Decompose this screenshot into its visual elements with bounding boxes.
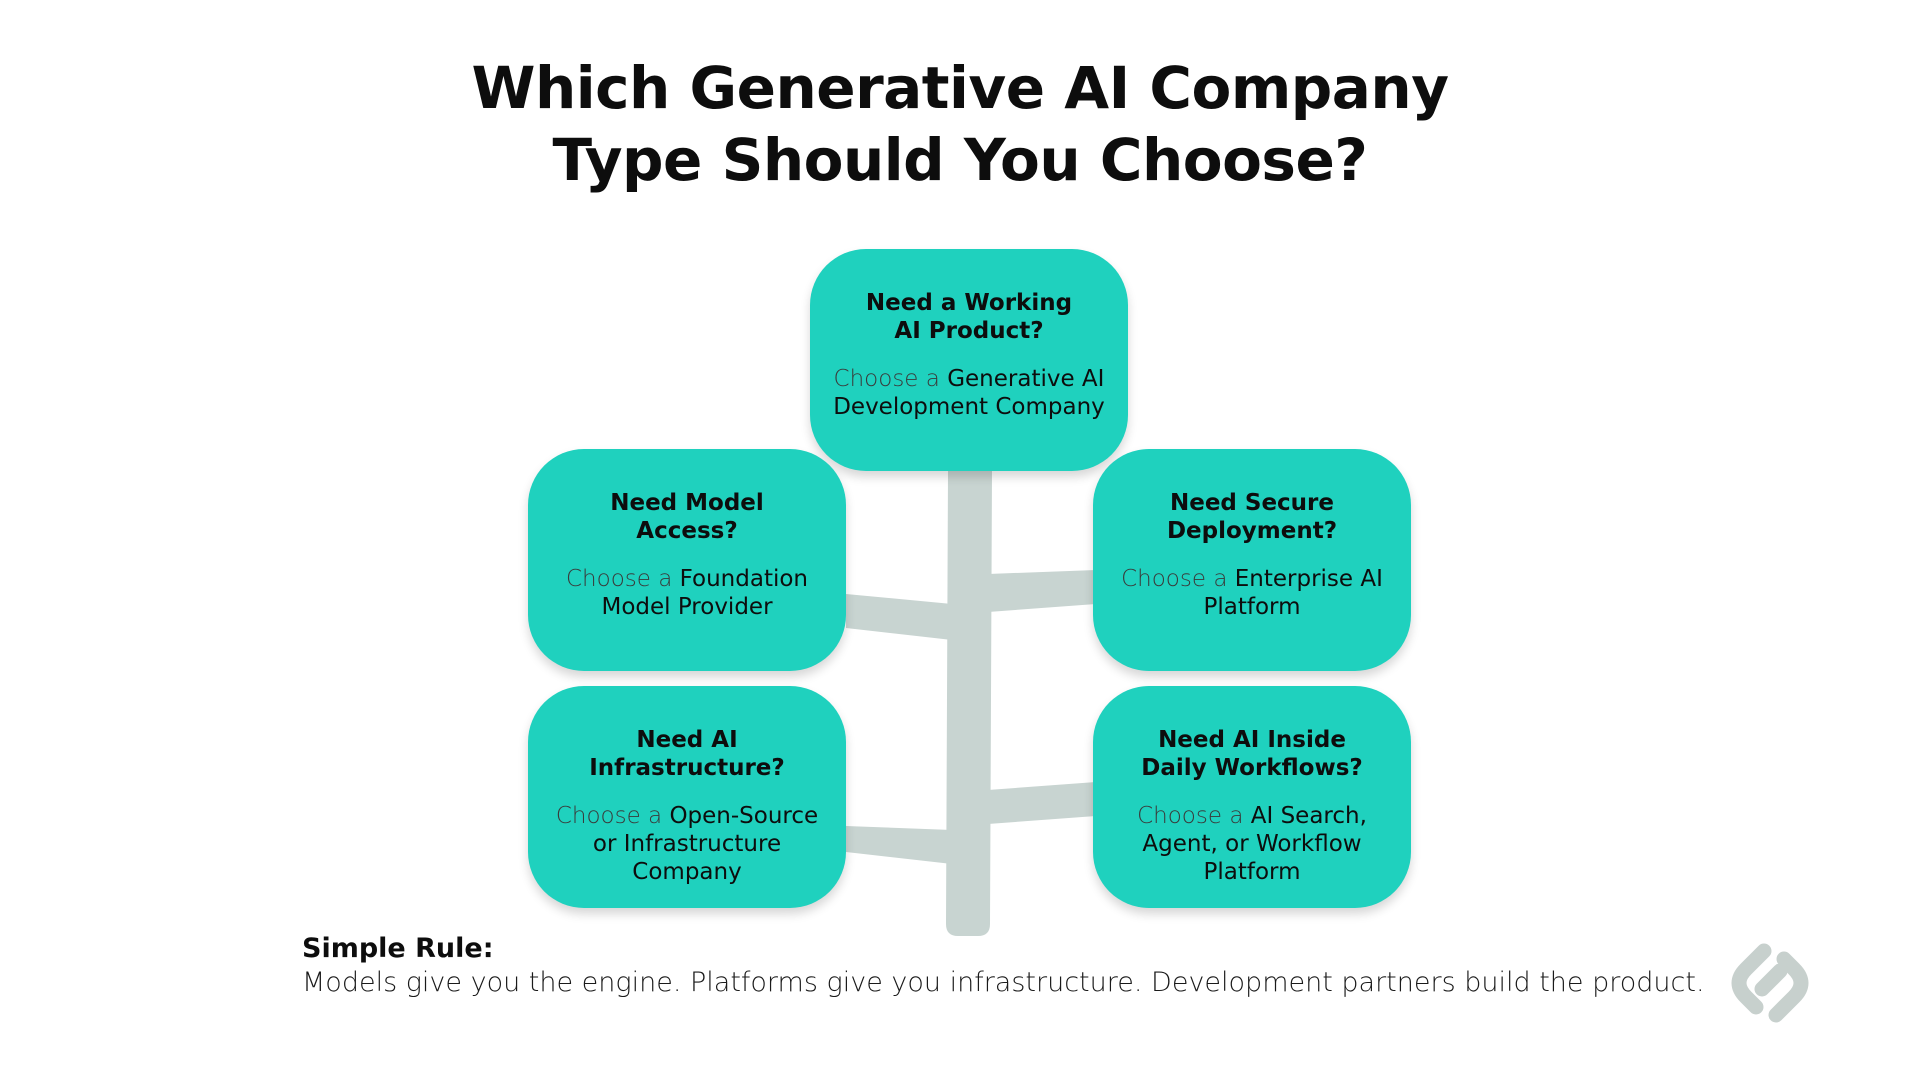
card-question-line-1: Need AI (636, 727, 738, 753)
card-question-line-2: Access? (636, 518, 738, 544)
rule-title: Simple Rule: (302, 933, 494, 964)
trunk (946, 470, 992, 936)
card-question: Need AI Infrastructure? (542, 726, 832, 782)
branch-upper-right (988, 570, 1096, 612)
title-line-1: Which Generative AI Company (471, 54, 1449, 122)
card-question-line-2: Deployment? (1166, 518, 1338, 544)
card-question-line-2: Infrastructure? (589, 755, 785, 781)
card-answer-prefix: Choose a (555, 803, 670, 829)
branch-lower-right (988, 782, 1096, 824)
card-question: Need a Working AI Product? (824, 289, 1114, 345)
card-answer-prefix: Choose a (833, 366, 948, 392)
card-secure-deployment: Need Secure Deployment? Choose a Enterpr… (1093, 449, 1411, 671)
card-question-line-2: Daily Workflows? (1141, 755, 1363, 781)
card-answer-prefix: Choose a (1121, 566, 1235, 592)
card-answer: Choose a AI Search, Agent, or Workflow P… (1107, 802, 1397, 886)
card-question: Need Model Access? (542, 489, 832, 545)
branch-lower-left (846, 826, 952, 864)
card-answer: Choose a Generative AI Development Compa… (824, 365, 1114, 421)
card-working-ai-product: Need a Working AI Product? Choose a Gene… (810, 249, 1128, 471)
card-model-access: Need Model Access? Choose a Foundation M… (528, 449, 846, 671)
tree-branches (846, 470, 1096, 936)
card-answer-text: AI Search, Agent, or Workflow Platform (1142, 803, 1367, 885)
simple-rule: Simple Rule: Models give you the engine.… (302, 932, 1705, 1000)
card-answer-prefix: Choose a (565, 566, 680, 592)
card-question-line-1: Need AI Inside (1158, 727, 1346, 753)
card-daily-workflows: Need AI Inside Daily Workflows? Choose a… (1093, 686, 1411, 908)
rule-text: Models give you the engine. Platforms gi… (302, 967, 1705, 998)
card-answer-text: Generative AI Development Company (833, 366, 1105, 420)
card-question-line-2: AI Product? (894, 318, 1044, 344)
card-answer-text: Enterprise AI Platform (1203, 566, 1383, 620)
card-ai-infrastructure: Need AI Infrastructure? Choose a Open-So… (528, 686, 846, 908)
card-question: Need AI Inside Daily Workflows? (1107, 726, 1397, 782)
card-answer-text: Foundation Model Provider (601, 566, 809, 620)
card-question-line-1: Need a Working (865, 290, 1073, 316)
brand-logo-icon (1731, 943, 1809, 1023)
card-question: Need Secure Deployment? (1107, 489, 1397, 545)
card-answer-text: Open-Source or Infrastructure Company (592, 803, 819, 885)
card-answer: Choose a Foundation Model Provider (542, 565, 832, 621)
card-answer: Choose a Open-Source or Infrastructure C… (542, 802, 832, 886)
card-question-line-1: Need Secure (1169, 490, 1335, 516)
card-answer-prefix: Choose a (1137, 803, 1251, 829)
card-answer: Choose a Enterprise AI Platform (1107, 565, 1397, 621)
card-question-line-1: Need Model (610, 490, 764, 516)
page-title: Which Generative AI Company Type Should … (0, 52, 1920, 196)
title-line-2: Type Should You Choose? (552, 126, 1368, 194)
branch-upper-left (846, 594, 952, 640)
